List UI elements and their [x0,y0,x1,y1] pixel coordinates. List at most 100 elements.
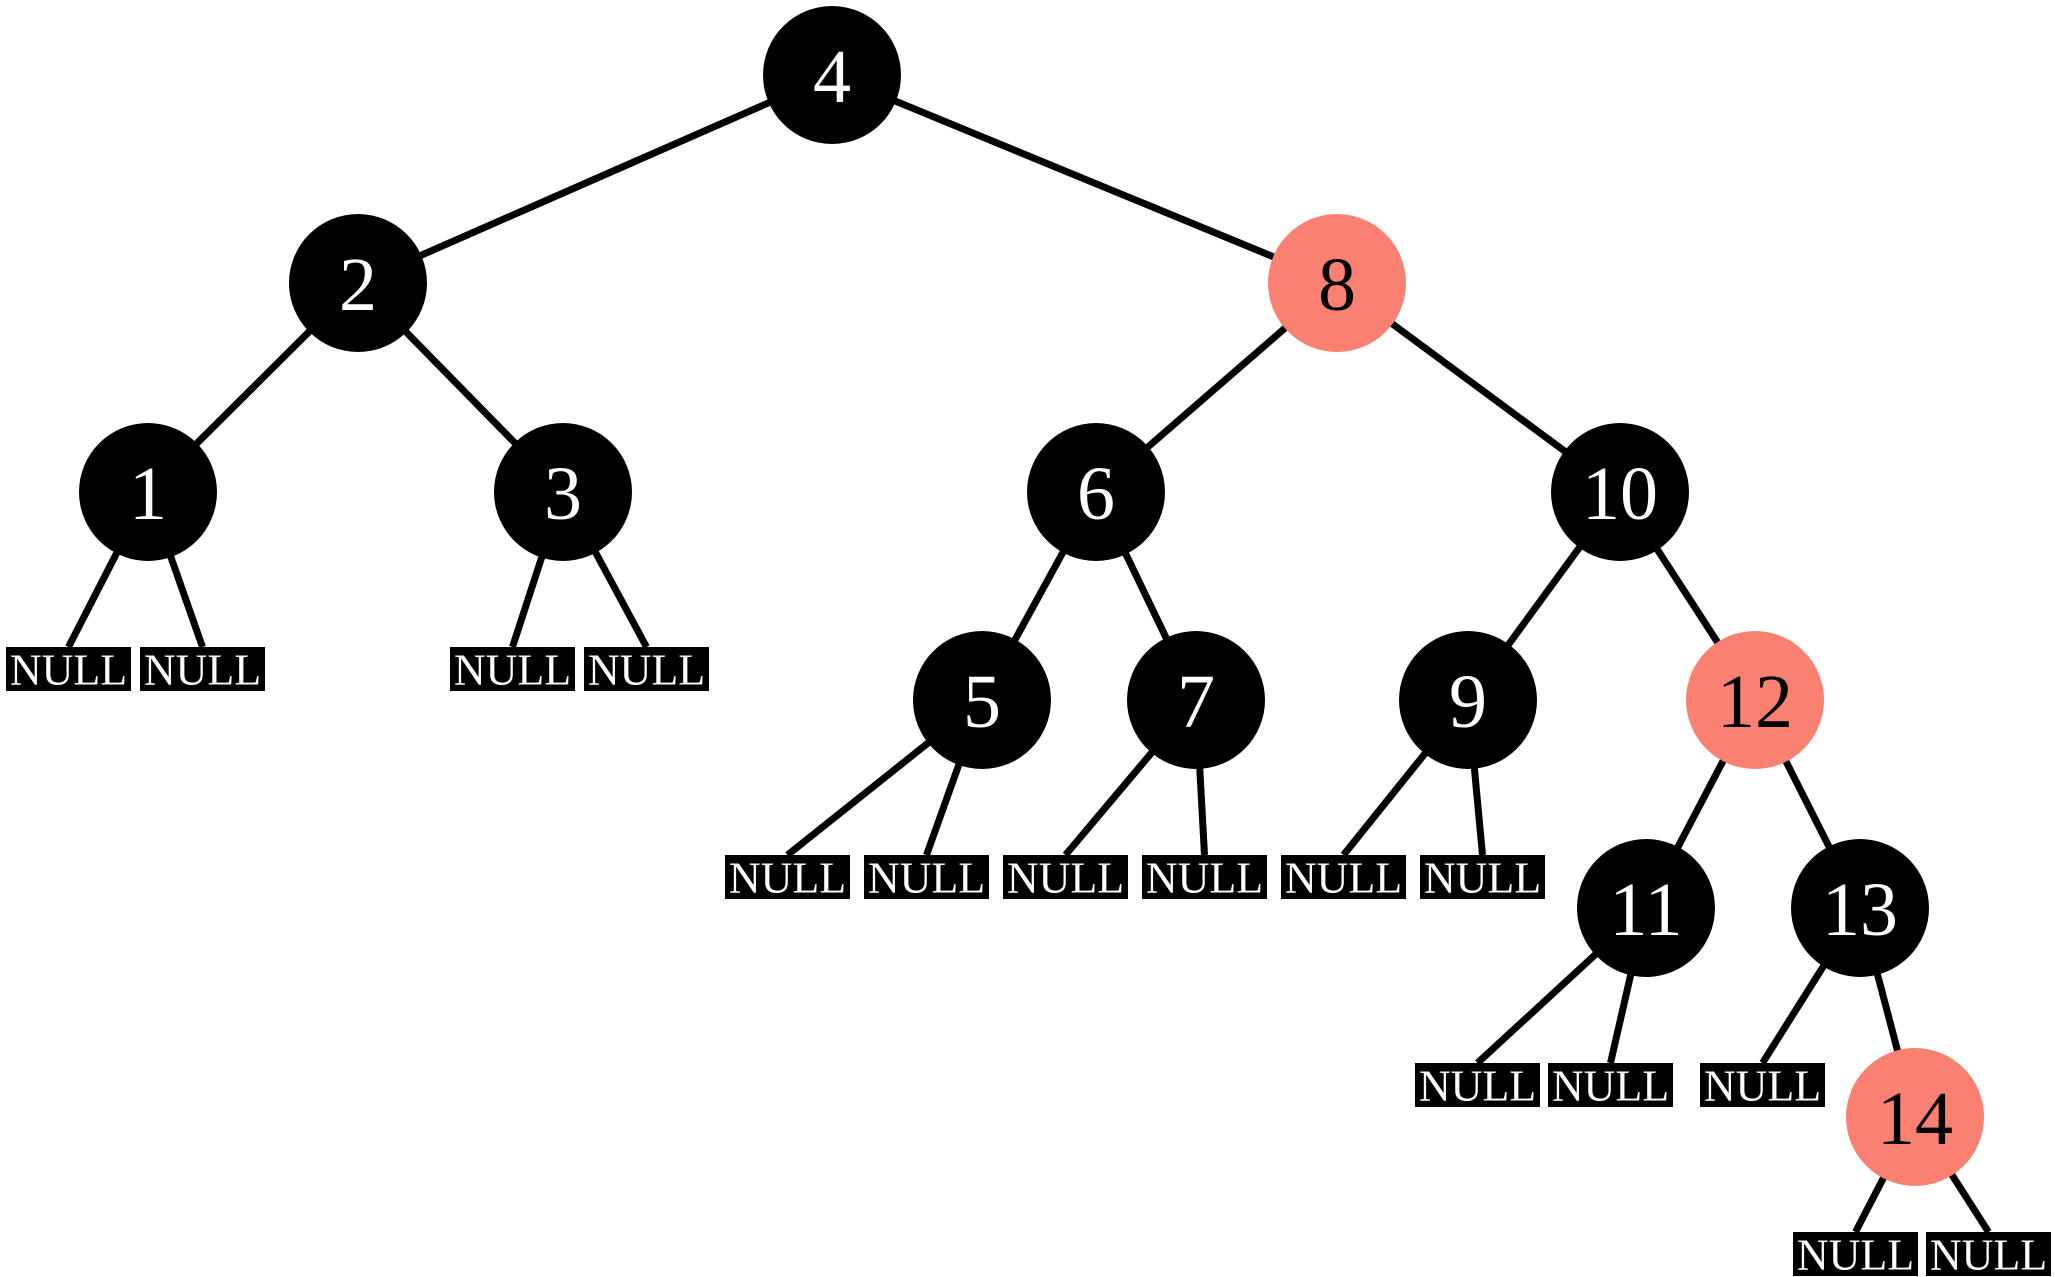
nil-label: NULL [1007,854,1124,903]
nil-box [140,647,265,691]
tree-node-14[interactable]: 14 [1846,1048,1984,1186]
node-value-label: 11 [1609,868,1682,952]
black-node-circle[interactable] [1027,423,1165,561]
black-node-circle[interactable] [1551,423,1689,561]
nil-box [864,855,989,899]
node-value-label: 8 [1318,243,1356,327]
tree-edge [1196,766,1208,856]
black-node-circle[interactable] [1577,839,1715,977]
tree-edge [1121,550,1171,642]
black-node-circle[interactable] [494,423,632,561]
red-node-circle[interactable] [1686,631,1824,769]
red-node-circle[interactable] [1268,214,1406,352]
node-value-label: 6 [1077,452,1115,536]
nil-leaf: NULL [450,646,575,695]
tree-edge [1470,766,1486,856]
nil-label: NULL [588,646,705,695]
tree-edge [166,554,206,649]
black-node-circle[interactable] [913,631,1051,769]
nil-label: NULL [454,646,571,695]
nil-label: NULL [1704,1062,1821,1111]
node-value-label: 7 [1177,660,1215,744]
nil-box [1793,1232,1918,1276]
tree-node-12[interactable]: 12 [1686,631,1824,769]
tree-edge [923,761,963,857]
tree-edge [1759,962,1828,1065]
nil-leaf: NULL [584,646,709,695]
node-value-label: 3 [544,452,582,536]
tree-edge [1607,972,1635,1064]
nil-leaf: NULL [725,854,850,903]
nil-leaf: NULL [1793,1231,1918,1277]
tree-node-2[interactable]: 2 [289,214,427,352]
black-node-circle[interactable] [763,6,901,144]
nil-label: NULL [868,854,985,903]
node-value-label: 9 [1449,660,1487,744]
nil-leaf: NULL [1548,1062,1673,1111]
tree-node-5[interactable]: 5 [913,631,1051,769]
nil-label: NULL [1797,1231,1914,1277]
black-node-circle[interactable] [1127,631,1265,769]
black-node-circle[interactable] [1399,631,1537,769]
node-value-label: 13 [1822,868,1898,952]
nil-label: NULL [10,646,127,695]
tree-edge [1475,950,1600,1066]
node-value-label: 14 [1877,1077,1953,1161]
nil-leaf: NULL [1415,1062,1540,1111]
tree-node-7[interactable]: 7 [1127,631,1265,769]
tree-edge [402,328,519,447]
nil-leaf: NULL [864,854,989,903]
tree-node-6[interactable]: 6 [1027,423,1165,561]
red-node-circle[interactable] [1846,1048,1984,1186]
tree-edge [1782,758,1833,850]
tree-edge [417,98,773,260]
edges-layer [65,97,1992,1234]
nil-leaf: NULL [1700,1062,1825,1111]
tree-edge [1673,757,1728,851]
nil-label: NULL [1146,854,1263,903]
tree-edge [193,327,313,448]
tree-node-4[interactable]: 4 [763,6,901,144]
black-node-circle[interactable] [1791,839,1929,977]
nil-label: NULL [1552,1062,1669,1111]
tree-node-10[interactable]: 10 [1551,423,1689,561]
nil-box [6,647,131,691]
tree-node-8[interactable]: 8 [1268,214,1406,352]
nil-box [1420,855,1545,899]
nil-label: NULL [144,646,261,695]
nil-box [450,647,575,691]
tree-edge [509,554,546,649]
tree-edge [1504,544,1584,648]
nil-box [1003,855,1128,899]
tree-edge [1062,748,1156,858]
nil-label: NULL [729,854,846,903]
tree-node-11[interactable]: 11 [1577,839,1715,977]
nil-box [1142,855,1267,899]
node-value-label: 12 [1717,660,1793,744]
node-value-label: 5 [963,660,1001,744]
tree-node-1[interactable]: 1 [79,423,217,561]
tree-edge [1388,319,1569,456]
nil-box [1548,1063,1673,1107]
nil-leaf: NULL [1142,854,1267,903]
tree-edge [1653,546,1722,646]
nil-leaves-layer: NULL NULL NULL NULL NULL NULL NULL NULL NULL NULL… [6,646,2051,1277]
nil-leaf: NULL [140,646,265,695]
node-value-label: 2 [339,243,377,327]
tree-node-3[interactable]: 3 [494,423,632,561]
tree-node-9[interactable]: 9 [1399,631,1537,769]
nil-label: NULL [1419,1062,1536,1111]
tree-edge [1948,1171,1992,1234]
node-value-label: 4 [813,35,851,119]
tree-edge [1873,971,1902,1054]
black-node-circle[interactable] [289,214,427,352]
node-value-label: 10 [1582,452,1658,536]
tree-node-13[interactable]: 13 [1791,839,1929,977]
black-node-circle[interactable] [79,423,217,561]
tree-edge [892,97,1277,261]
tree-edge [1011,549,1067,643]
nil-box [1415,1063,1540,1107]
